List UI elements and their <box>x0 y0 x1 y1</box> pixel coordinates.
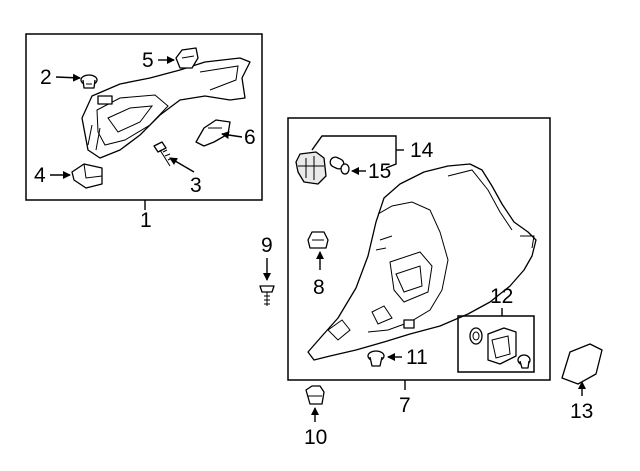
assembly-12-frame <box>457 315 535 373</box>
callout-6: 6 <box>221 126 256 149</box>
callout-7: 7 <box>399 380 411 417</box>
svg-text:7: 7 <box>399 394 411 417</box>
callout-13: 13 <box>570 381 593 423</box>
callout-9: 9 <box>261 234 273 281</box>
svg-text:11: 11 <box>406 346 428 369</box>
plug-part-15[interactable] <box>329 156 350 175</box>
svg-text:15: 15 <box>368 160 391 183</box>
callout-3: 3 <box>169 157 202 197</box>
cover-part-12[interactable] <box>469 327 531 369</box>
upper-trim-panel-part[interactable] <box>81 57 251 159</box>
push-clip-part-2[interactable] <box>80 74 98 89</box>
screw-part-9[interactable] <box>259 285 275 306</box>
cover-plate-part-13[interactable] <box>561 343 603 385</box>
svg-text:4: 4 <box>34 164 46 187</box>
callout-12: 12 <box>490 285 513 316</box>
callout-4: 4 <box>34 164 71 187</box>
svg-text:12: 12 <box>490 285 513 308</box>
callout-14: 14 <box>311 135 434 169</box>
callout-2: 2 <box>40 66 81 89</box>
svg-text:5: 5 <box>142 49 154 72</box>
clip-part-11[interactable] <box>367 350 385 367</box>
svg-text:10: 10 <box>304 426 327 449</box>
lower-trim-panel-part[interactable] <box>307 163 537 361</box>
retainer-part-5[interactable] <box>175 47 199 69</box>
svg-text:1: 1 <box>140 209 152 232</box>
bracket-part-14[interactable] <box>295 151 327 185</box>
svg-text:3: 3 <box>190 174 202 197</box>
assembly-7-frame <box>287 117 551 381</box>
svg-text:2: 2 <box>40 66 52 89</box>
svg-text:14: 14 <box>410 139 434 162</box>
screw-part-3[interactable] <box>153 141 173 167</box>
clip-part-4[interactable] <box>71 163 103 189</box>
callout-15: 15 <box>351 160 391 183</box>
callout-8: 8 <box>313 251 325 299</box>
callout-5: 5 <box>142 49 175 72</box>
callout-10: 10 <box>304 407 327 449</box>
svg-text:9: 9 <box>261 234 273 257</box>
svg-text:6: 6 <box>244 126 256 149</box>
push-pin-part-8[interactable] <box>307 231 329 249</box>
callout-1: 1 <box>140 200 152 232</box>
svg-text:13: 13 <box>570 400 593 423</box>
hook-part-6[interactable] <box>195 119 231 147</box>
assembly-1-frame <box>25 33 263 201</box>
callout-11: 11 <box>387 346 428 369</box>
svg-text:8: 8 <box>313 276 325 299</box>
grommet-part-10[interactable] <box>305 385 325 405</box>
